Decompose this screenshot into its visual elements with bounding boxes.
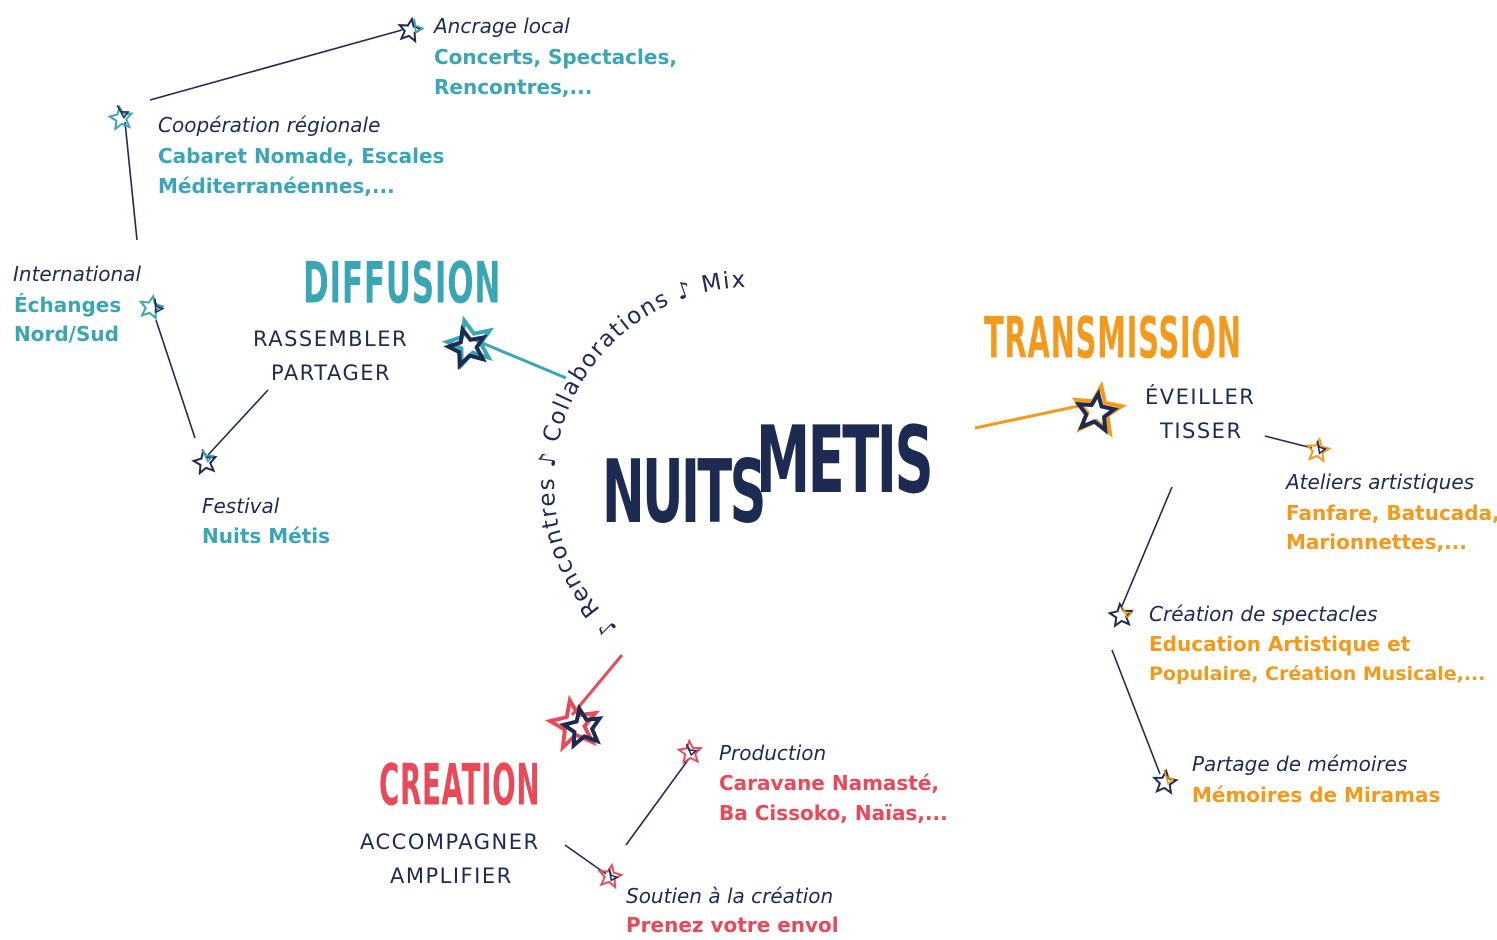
connector-line bbox=[124, 121, 138, 241]
connector-line bbox=[1121, 486, 1173, 607]
center-title-line2: METIS bbox=[756, 408, 934, 516]
star-icon bbox=[597, 862, 624, 890]
connector-line bbox=[149, 29, 403, 101]
transmission-item-label: Création de spectacles bbox=[1149, 602, 1378, 626]
diffusion-item-value: Nuits Métis bbox=[202, 524, 331, 548]
connector-line bbox=[207, 389, 269, 456]
transmission-item-value: Mémoires de Miramas bbox=[1192, 783, 1441, 807]
creation-item-value: Prenez votre envol bbox=[626, 913, 839, 937]
creation-title: CREATION bbox=[379, 752, 541, 819]
creation-item-value: Ba Cissoko, Naïas,... bbox=[719, 801, 948, 825]
star-icon bbox=[107, 104, 134, 132]
transmission-verb-2: TISSER bbox=[1160, 419, 1243, 443]
connector-line bbox=[1111, 649, 1161, 775]
connector-line bbox=[974, 402, 1089, 430]
diffusion-item-label: Coopération régionale bbox=[158, 113, 381, 137]
star-icon bbox=[1305, 436, 1332, 464]
transmission-item-value: Education Artistique et bbox=[1149, 632, 1411, 656]
diffusion-item-value: Méditerranéennes,... bbox=[158, 174, 395, 198]
transmission-title: TRANSMISSION bbox=[984, 305, 1242, 372]
star-icon bbox=[676, 738, 704, 765]
diffusion-item-value: Cabaret Nomade, Escales bbox=[158, 144, 445, 168]
transmission-item-value: Fanfare, Batucada, bbox=[1286, 501, 1497, 525]
diffusion-star-icon bbox=[441, 315, 495, 371]
star-icon bbox=[1152, 768, 1179, 795]
diffusion-title: DIFFUSION bbox=[303, 250, 502, 317]
transmission-item-value: Marionnettes,... bbox=[1286, 530, 1467, 554]
diffusion-item-value: Rencontres,... bbox=[434, 75, 593, 99]
diffusion-item-label: Festival bbox=[202, 494, 280, 518]
center-title-line1: NUITS bbox=[602, 442, 766, 544]
star-icon bbox=[138, 293, 165, 321]
connector-line bbox=[564, 844, 607, 875]
diffusion-item-label: Ancrage local bbox=[434, 14, 570, 38]
transmission-item-value: Populaire, Création Musicale,... bbox=[1149, 663, 1486, 685]
creation-item-label: Soutien à la création bbox=[626, 884, 834, 908]
creation-item-value: Caravane Namasté, bbox=[719, 771, 940, 795]
transmission-item-label: Ateliers artistiques bbox=[1286, 470, 1475, 494]
creation-verb-1: ACCOMPAGNER bbox=[360, 830, 540, 854]
transmission-item-label: Partage de mémoires bbox=[1192, 752, 1408, 776]
creation-verb-2: AMPLIFIER bbox=[390, 864, 513, 888]
connector-line bbox=[625, 759, 689, 846]
diffusion-item-value: Nord/Sud bbox=[14, 322, 119, 346]
diffusion-item-value: Échanges bbox=[14, 293, 122, 317]
connector-line bbox=[1264, 435, 1313, 449]
transmission-verb-1: ÉVEILLER bbox=[1145, 385, 1256, 409]
transmission-star-icon bbox=[1071, 380, 1128, 439]
connector-line bbox=[474, 338, 567, 380]
star-icon bbox=[191, 448, 218, 476]
diffusion-verb-1: RASSEMBLER bbox=[253, 327, 409, 351]
diffusion-item-label: International bbox=[13, 262, 141, 286]
connector-line bbox=[570, 654, 624, 716]
diffusion-verb-2: PARTAGER bbox=[271, 361, 392, 385]
star-icon bbox=[1107, 601, 1134, 628]
creation-star-icon bbox=[544, 694, 604, 753]
connector-line bbox=[155, 319, 196, 439]
star-icon bbox=[397, 16, 425, 44]
diffusion-item-value: Concerts, Spectacles, bbox=[434, 45, 677, 69]
creation-item-label: Production bbox=[719, 741, 827, 765]
